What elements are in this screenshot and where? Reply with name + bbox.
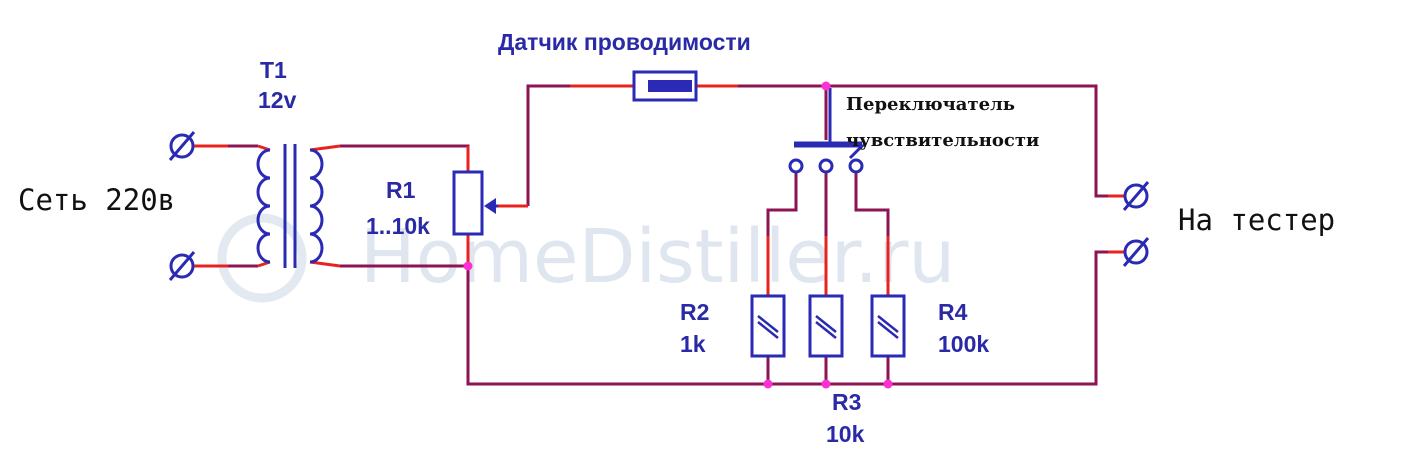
t1-secondary-coil: [309, 148, 324, 264]
wire-bottom-rail: [466, 250, 1122, 386]
watermark: HomeDistiller.ru: [217, 213, 955, 303]
wire-sec-top: [340, 144, 470, 172]
junction-nodes: [463, 81, 893, 389]
transformer-t1: [256, 144, 324, 268]
label-r4-value: 100k: [938, 331, 989, 357]
label-mains: Сеть 220в: [18, 183, 175, 217]
mains-terminal-top: [168, 131, 196, 161]
switch-contact-3: [848, 158, 864, 174]
resistor-r2: [750, 294, 786, 358]
node-r1-bottom: [463, 261, 473, 271]
label-r1-name: R1: [386, 177, 416, 203]
resistor-r4: [870, 294, 906, 358]
resistor-r3: [808, 294, 844, 358]
conductivity-sensor: [632, 70, 698, 102]
tester-terminal-bottom: [1122, 237, 1150, 267]
node-r2-bottom: [763, 379, 773, 389]
sensitivity-switch: [788, 88, 866, 174]
node-r4-bottom: [883, 379, 893, 389]
r1-body: [452, 170, 484, 236]
label-sensor: Датчик проводимости: [498, 29, 751, 55]
r1-wiper-arrow: [484, 198, 496, 214]
label-t1-name: T1: [260, 57, 287, 83]
sensor-electrode: [648, 80, 692, 92]
switch-contact-2: [818, 158, 834, 174]
label-switch-line1: Переключатель: [846, 94, 1015, 115]
label-r3-name: R3: [832, 389, 861, 415]
node-top-rail: [821, 81, 831, 91]
leads: [194, 84, 1124, 296]
label-t1-value: 12v: [258, 87, 297, 113]
mains-terminal-bottom: [168, 251, 196, 281]
watermark-logo-ring: [217, 213, 307, 303]
label-r1-value: 1..10k: [366, 213, 430, 239]
node-r3-bottom: [821, 379, 831, 389]
lead-t1-sec-bottom: [309, 260, 341, 268]
t1-primary-coil: [256, 148, 271, 264]
label-tester: На тестер: [1178, 203, 1335, 237]
label-r3-value: 10k: [826, 421, 865, 447]
wire-wiper-up: [526, 84, 570, 206]
label-r2-name: R2: [680, 299, 709, 325]
label-r2-value: 1k: [680, 331, 706, 357]
potentiometer-r1: [452, 170, 498, 236]
tester-terminal-top: [1122, 181, 1150, 211]
label-r4-name: R4: [938, 299, 968, 325]
label-switch-line2: чувствительности: [846, 130, 1039, 151]
watermark-text: HomeDistiller.ru: [360, 214, 955, 300]
switch-contact-1: [788, 158, 804, 174]
lead-t1-sec-top: [309, 144, 341, 152]
